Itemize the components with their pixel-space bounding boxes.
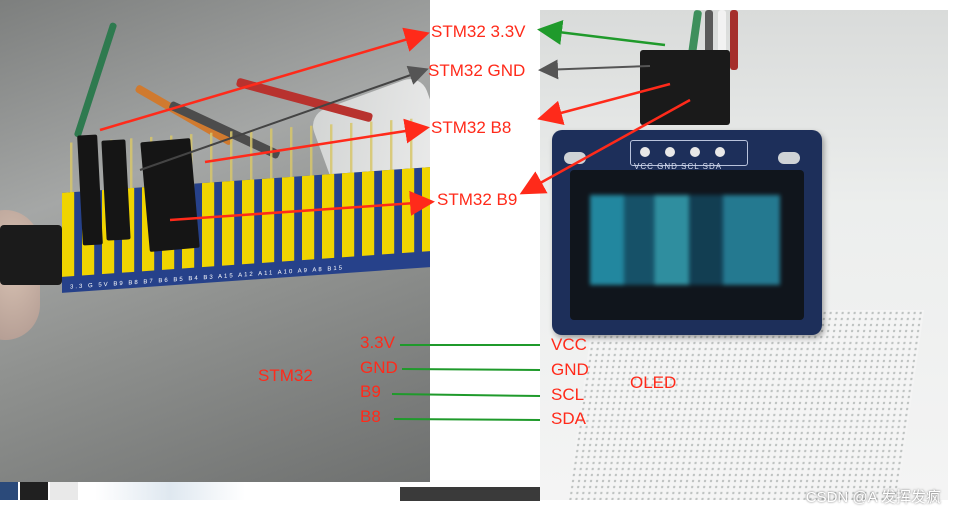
- taskbar-icon-5: [400, 487, 540, 501]
- label-oled-title: OLED: [630, 373, 677, 392]
- stm32-board-photo: 3.3 G 5V B9 B8 B7 B6 B5 B4 B3 A15 A12 A1…: [0, 0, 430, 482]
- pin-hole-sda: [715, 147, 725, 157]
- oled-gray-wire: [705, 10, 713, 70]
- taskbar-icon-4: [95, 482, 245, 500]
- wire-line-gnd: [401, 368, 541, 371]
- taskbar-icon-3: [50, 482, 78, 500]
- arrow-gnd-left: [139, 65, 429, 171]
- oled-pixelated-content: [590, 195, 780, 285]
- oled-display: [570, 170, 804, 320]
- oled-module-photo: VCC GND SCL SDA: [540, 10, 948, 500]
- arrow-b9-left: [169, 190, 435, 222]
- oled-pin-strip: [630, 140, 748, 166]
- oled-pcb: VCC GND SCL SDA: [552, 130, 822, 335]
- label-stm32-b8: STM32 B8: [431, 118, 512, 137]
- pin-hole-gnd: [665, 147, 675, 157]
- arrow-gnd-right: [538, 59, 651, 80]
- pin-hole-vcc: [640, 147, 650, 157]
- right-pin-sda: SDA: [551, 409, 586, 428]
- wire-line-sda: [393, 418, 541, 421]
- arrow-b9-right: [519, 98, 691, 195]
- mount-hole-right: [778, 152, 800, 164]
- oled-pin-labels: VCC GND SCL SDA: [634, 162, 723, 171]
- arrow-b8-right: [537, 82, 671, 125]
- oled-white-wire: [718, 10, 726, 70]
- arrow-b8-left: [204, 118, 430, 164]
- left-pin-33v: 3.3V: [360, 333, 395, 352]
- arrow-33v-left: [99, 27, 430, 132]
- label-stm32-33v: STM32 3.3V: [431, 22, 526, 41]
- left-pin-b9: B9: [360, 382, 381, 401]
- right-pin-gnd: GND: [551, 360, 589, 379]
- right-pin-vcc: VCC: [551, 335, 587, 354]
- wire-line-scl: [391, 393, 541, 397]
- pin-hole-scl: [690, 147, 700, 157]
- label-stm32-b9: STM32 B9: [437, 190, 518, 209]
- right-pin-scl: SCL: [551, 385, 585, 404]
- oled-red-wire: [730, 10, 738, 70]
- usb-plug: [0, 225, 62, 285]
- taskbar-icon-1: [0, 482, 18, 500]
- arrow-33v-right: [537, 20, 666, 47]
- csdn-watermark: CSDN @A 发挥发疯: [805, 489, 941, 506]
- left-pin-gnd: GND: [360, 358, 398, 377]
- label-stm32-title: STM32: [258, 366, 313, 385]
- left-pin-b8: B8: [360, 407, 381, 426]
- taskbar-icon-2: [20, 482, 48, 500]
- label-stm32-gnd: STM32 GND: [428, 61, 526, 80]
